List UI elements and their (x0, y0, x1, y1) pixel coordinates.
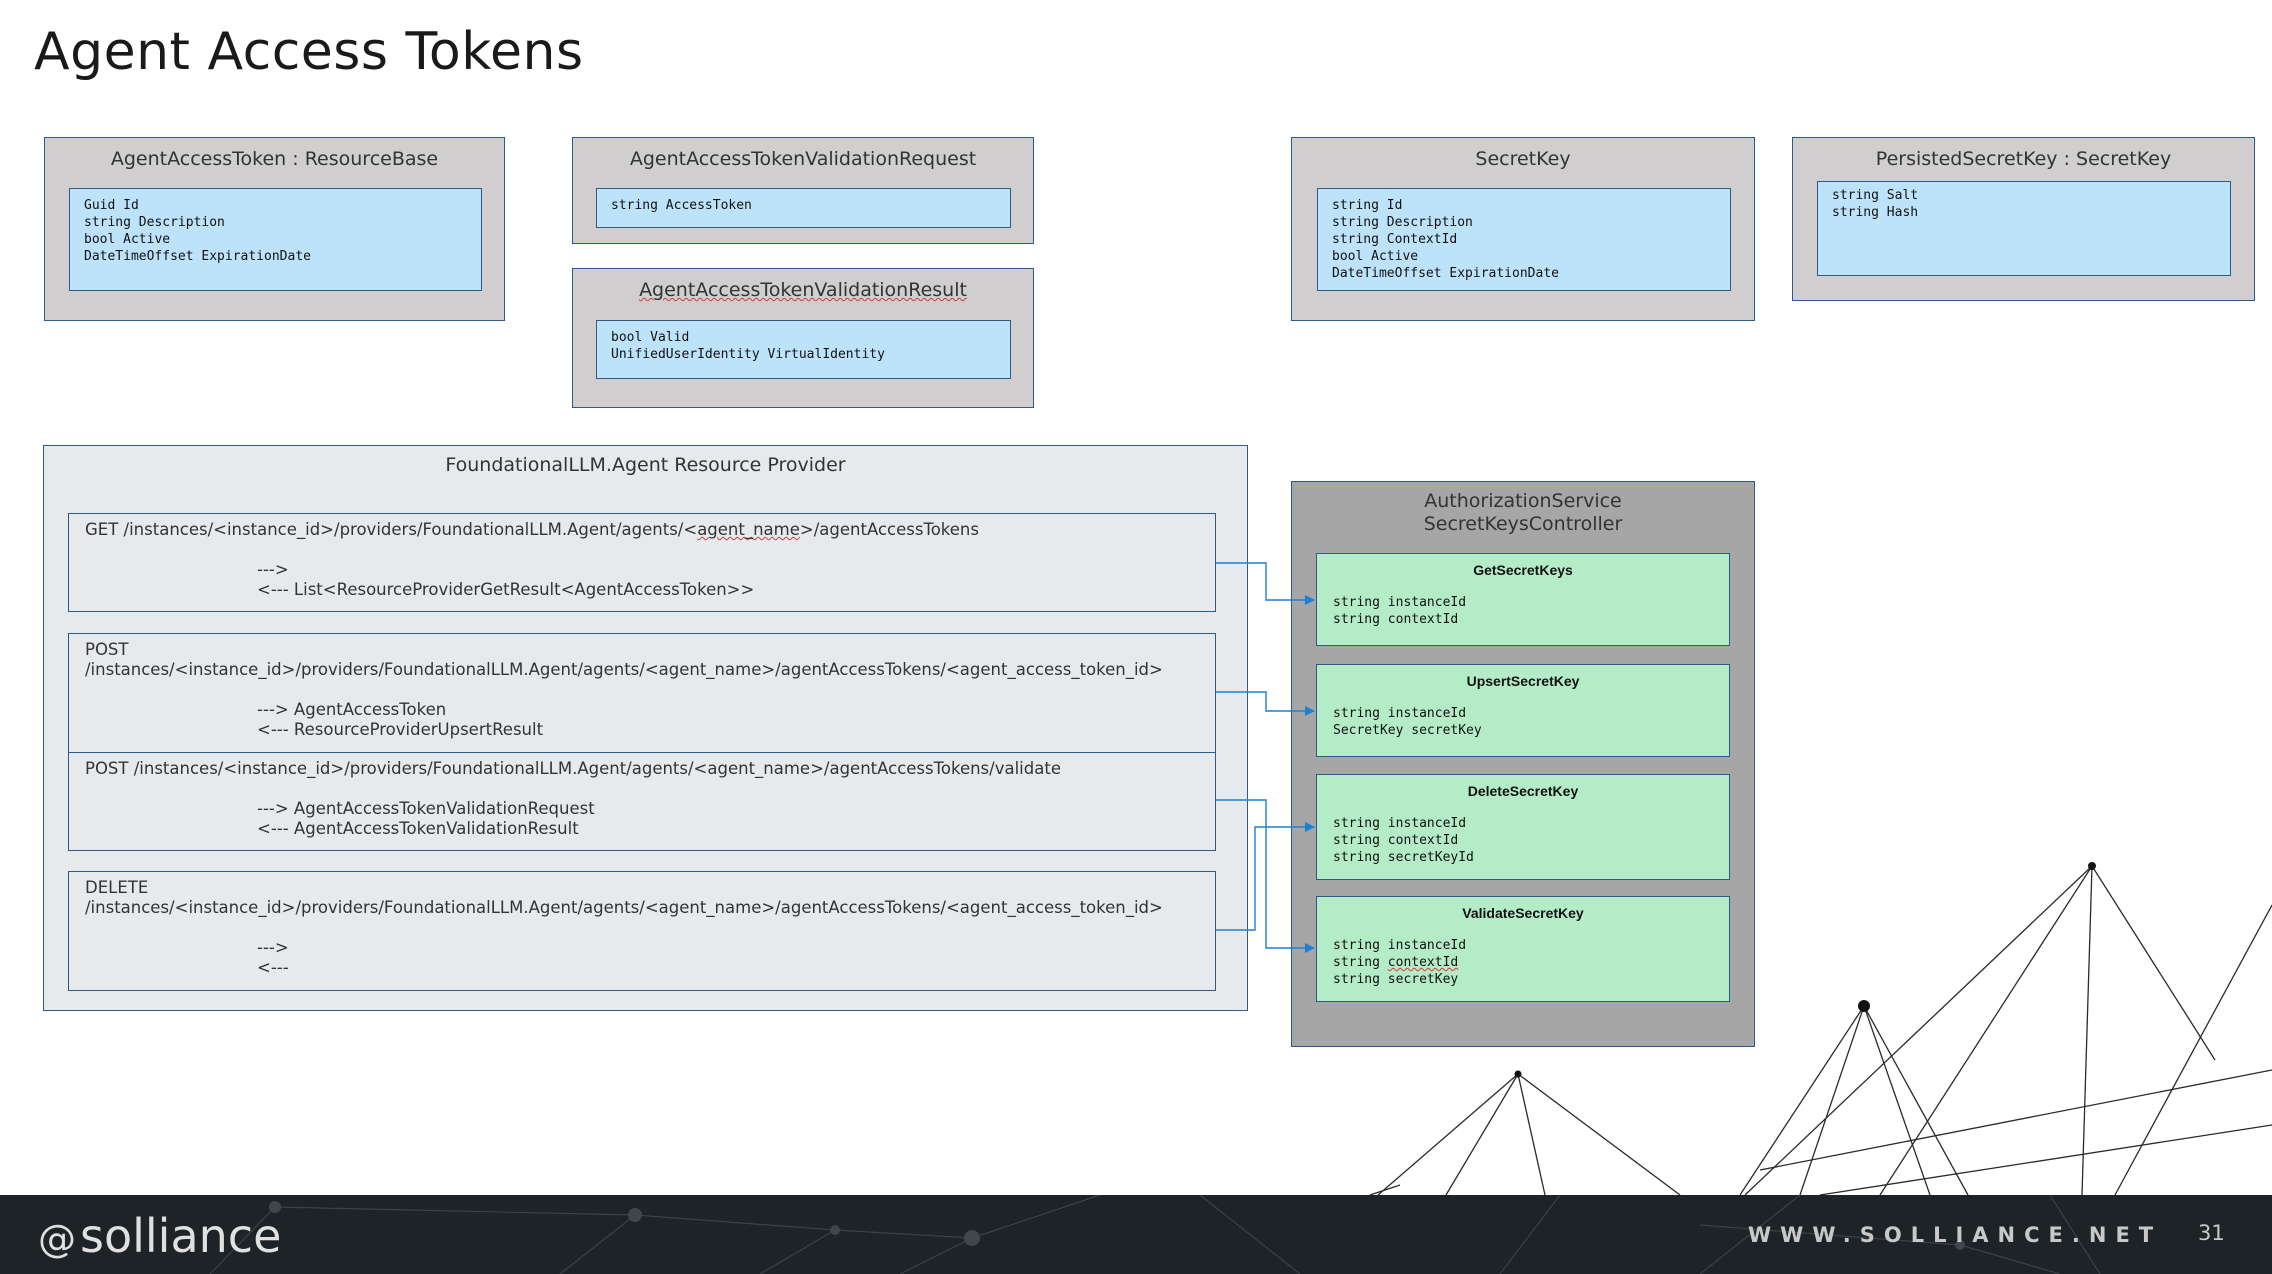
endpoint-method: DELETE (85, 878, 149, 897)
footer-bar: @solliance WWW.SOLLIANCE.NET 31 (0, 1195, 2272, 1274)
endpoint-route: /instances/<instance_id>/providers/Found… (85, 660, 1163, 679)
class-fields: Guid Id string Description bool Active D… (69, 188, 482, 291)
endpoint-response: <--- (257, 958, 289, 977)
arrow-post-to-upsertsecretkey (1216, 691, 1315, 716)
endpoint-response: <--- AgentAccessTokenValidationResult (257, 819, 579, 838)
controller-service-name: AuthorizationService (1424, 490, 1622, 512)
validation-request-class: AgentAccessTokenValidationRequest string… (572, 137, 1034, 244)
class-fields: string AccessToken (596, 188, 1011, 228)
endpoint-request: ---> (257, 938, 289, 957)
logo-mark-icon: @ (38, 1217, 76, 1261)
method-params: string instanceId string contextId (1333, 595, 1467, 627)
endpoint-route: POST /instances/<instance_id>/providers/… (85, 759, 1061, 778)
method-get-secret-keys: GetSecretKeys string instanceId string c… (1316, 553, 1730, 646)
slide-title: Agent Access Tokens (34, 22, 584, 82)
method-name: UpsertSecretKey (1466, 673, 1580, 689)
method-upsert-secret-key: UpsertSecretKey string instanceId Secret… (1316, 664, 1730, 757)
endpoint-response: <--- List<ResourceProviderGetResult<Agen… (257, 580, 755, 599)
endpoint-route: /instances/<instance_id>/providers/Found… (85, 898, 1163, 917)
method-params: string instanceId SecretKey secretKey (1333, 706, 1482, 738)
validation-result-class: AgentAccessTokenValidationResult bool Va… (572, 268, 1034, 408)
endpoint-validate-token: POST /instances/<instance_id>/providers/… (68, 752, 1216, 851)
class-name: AgentAccessTokenValidationResult (639, 279, 967, 301)
class-fields: bool Valid UnifiedUserIdentity VirtualId… (596, 320, 1011, 379)
persisted-secret-key-class: PersistedSecretKey : SecretKey string Sa… (1792, 137, 2255, 301)
endpoint-request: ---> AgentAccessToken (257, 700, 447, 719)
controller-title: AuthorizationService SecretKeysControlle… (1292, 490, 1754, 536)
method-name: GetSecretKeys (1473, 562, 1573, 578)
page-number: 31 (2198, 1221, 2225, 1245)
solliance-logo: @solliance (38, 1209, 282, 1263)
endpoint-response: <--- ResourceProviderUpsertResult (257, 720, 544, 739)
method-delete-secret-key: DeleteSecretKey string instanceId string… (1316, 774, 1730, 880)
endpoint-request: ---> AgentAccessTokenValidationRequest (257, 799, 595, 818)
endpoint-request: ---> (257, 560, 289, 579)
provider-title: FoundationalLLM.Agent Resource Provider (445, 454, 846, 476)
class-name: AgentAccessToken : ResourceBase (110, 148, 439, 170)
endpoint-delete-token: DELETE /instances/<instance_id>/provider… (68, 871, 1216, 991)
secret-key-class: SecretKey string Id string Description s… (1291, 137, 1755, 321)
agent-access-token-class: AgentAccessToken : ResourceBase Guid Id … (44, 137, 505, 321)
class-name: PersistedSecretKey : SecretKey (1875, 148, 2172, 170)
arrow-delete-to-deletesecretkey (1216, 822, 1315, 931)
method-name: ValidateSecretKey (1462, 905, 1584, 921)
endpoint-method: POST (85, 640, 129, 659)
class-name: AgentAccessTokenValidationRequest (629, 148, 977, 170)
controller-name: SecretKeysController (1423, 513, 1623, 535)
endpoint-route: GET /instances/<instance_id>/providers/F… (85, 520, 979, 539)
class-fields: string Salt string Hash (1817, 181, 2231, 276)
arrow-get-to-getsecretkeys (1216, 562, 1315, 605)
endpoint-post-token: POST /instances/<instance_id>/providers/… (68, 633, 1216, 753)
method-params: string instanceId string contextId strin… (1333, 816, 1474, 865)
arrow-validate-to-validatesecretkey (1216, 799, 1315, 953)
footer-network-pattern (209, 1195, 2101, 1274)
endpoint-get-tokens: GET /instances/<instance_id>/providers/F… (68, 513, 1216, 612)
method-name: DeleteSecretKey (1467, 783, 1579, 799)
class-name: SecretKey (1475, 148, 1571, 170)
class-fields: string Id string Description string Cont… (1317, 188, 1731, 291)
footer-website: WWW.SOLLIANCE.NET (1748, 1223, 2163, 1247)
